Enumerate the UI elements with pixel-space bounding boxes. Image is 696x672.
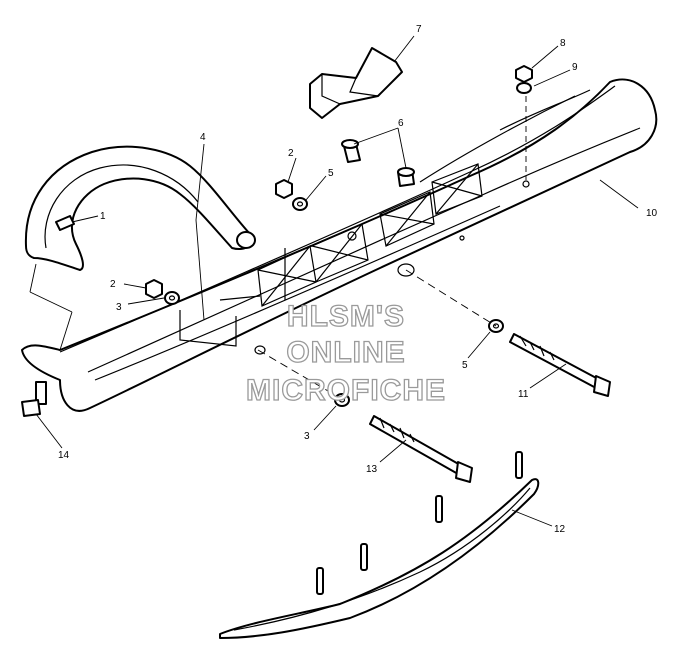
- callout-14: 14: [58, 450, 70, 461]
- hardware: [145, 47, 533, 407]
- callout-8: 8: [560, 38, 566, 49]
- callout-12: 12: [554, 524, 566, 535]
- callout-7: 7: [416, 24, 422, 35]
- short-bolt-14: [21, 381, 47, 417]
- ski-handle: [24, 145, 256, 271]
- callout-4: 4: [200, 132, 206, 143]
- callout-2-lower: 2: [110, 279, 116, 290]
- callout-1: 1: [100, 211, 106, 222]
- long-bolt-13: [369, 415, 473, 483]
- callout-13: 13: [366, 464, 378, 475]
- ski-body: [21, 78, 658, 412]
- callout-6: 6: [398, 118, 404, 129]
- callout-2-upper: 2: [288, 148, 294, 159]
- callout-5-lower: 5: [462, 360, 468, 371]
- watermark: HLSM'S ONLINE MICROFICHE: [245, 299, 446, 407]
- callout-labels: 1 2 2 3 3 4 5 5 6 7 8 9 10 11 12 13 14: [58, 24, 658, 535]
- watermark-line-3: MICROFICHE: [246, 374, 446, 407]
- watermark-line-1: HLSM'S: [287, 300, 405, 333]
- wear-bar: [219, 451, 540, 639]
- callout-10: 10: [646, 208, 658, 219]
- callout-3-lower: 3: [304, 431, 310, 442]
- callout-3-upper: 3: [116, 302, 122, 313]
- long-bolt-11: [509, 333, 611, 397]
- leader-lines: [29, 35, 639, 527]
- callout-5-upper: 5: [328, 168, 334, 179]
- callout-9: 9: [572, 62, 578, 73]
- callout-11: 11: [518, 389, 529, 400]
- watermark-line-2: ONLINE: [286, 336, 405, 369]
